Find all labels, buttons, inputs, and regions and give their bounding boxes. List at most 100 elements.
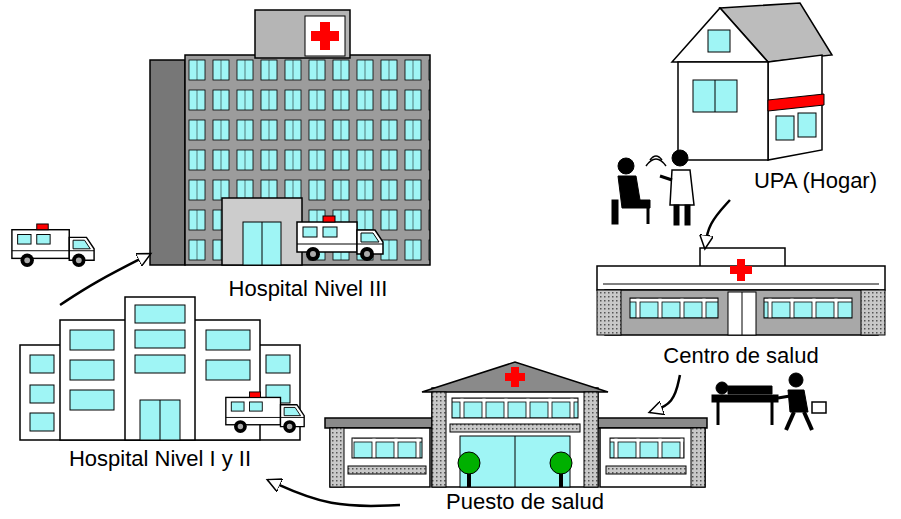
facility-node: Hospital Nivel III — [150, 10, 430, 304]
centro-de-salud-building-part — [605, 290, 878, 335]
consultation-figures — [612, 150, 694, 225]
ambulance-left — [12, 224, 94, 267]
stretcher-figures-part — [789, 373, 803, 387]
centro-de-salud-building-part — [764, 298, 852, 318]
facility-label-box: Hospital Nivel III — [188, 276, 428, 302]
puesto-de-salud-building-part — [330, 428, 430, 487]
hospital-nivel-i-ii-building-part — [70, 390, 114, 410]
puesto-de-salud-building-part — [550, 452, 572, 474]
puesto-de-salud-building-part — [610, 438, 684, 458]
facility-node: Hospital Nivel I y II — [20, 305, 300, 480]
consultation-figures-part — [647, 208, 650, 224]
consultation-figures-part — [612, 200, 618, 224]
hospital-nivel-i-ii-building-part — [30, 385, 54, 403]
referral-arrow — [650, 375, 680, 412]
facility-label-box: Hospital Nivel I y II — [20, 446, 300, 472]
hospital-nivel-i-ii-building-part — [135, 355, 185, 373]
upa-house-part — [678, 62, 768, 160]
puesto-de-salud-building — [325, 362, 707, 487]
hospital-nivel-iii-building-part — [222, 198, 302, 265]
upa-house-part — [798, 113, 816, 137]
consultation-figures-part — [672, 150, 688, 166]
hospital-nivel-iii-building-part — [243, 222, 281, 265]
stretcher-figures-part — [728, 386, 772, 394]
puesto-de-salud-building-part — [348, 466, 426, 474]
hospital-nivel-i-ii-building-part — [30, 355, 54, 373]
facility-label-box: UPA (Hogar) — [738, 168, 893, 194]
upa-house-part — [693, 80, 737, 112]
upa-house-part — [708, 30, 730, 52]
hospital-nivel-i-ii-building-part — [135, 305, 185, 323]
hospital-nivel-i-ii-building-part — [160, 400, 161, 440]
centro-de-salud-building — [597, 248, 885, 335]
facility-node: Puesto de salud — [400, 378, 650, 517]
facility-label: Puesto de salud — [443, 489, 607, 515]
consultation-figures-part — [660, 176, 672, 180]
hospital-nivel-iii-building-part — [255, 10, 350, 58]
upa-house — [672, 3, 832, 160]
referral-arrow — [705, 200, 730, 248]
hospital-nivel-i-ii-building-part — [135, 330, 185, 348]
puesto-de-salud-building-part — [432, 388, 598, 487]
upa-house-part — [715, 80, 716, 112]
puesto-de-salud-building-part — [505, 373, 525, 381]
upa-house-part — [672, 8, 768, 62]
hospital-nivel-iii-building-part — [150, 60, 185, 265]
hospital-nivel-i-ii-building-part — [140, 400, 180, 440]
puesto-de-salud-building-part — [330, 428, 344, 487]
facility-node: UPA (Hogar) — [665, 5, 897, 200]
stretcher-figures-part — [812, 402, 826, 413]
hospital-nivel-i-ii-building-part — [226, 392, 304, 433]
consultation-figures-part — [670, 170, 694, 205]
consultation-figures-part — [674, 205, 679, 225]
facility-label-box: Centro de salud — [615, 343, 867, 369]
hospital-nivel-i-ii-building-part — [125, 297, 195, 440]
facility-node: Centro de salud — [597, 248, 885, 375]
hospital-nivel-iii-building-part — [262, 222, 263, 265]
referral-arrow — [268, 480, 400, 506]
hospital-nivel-iii-building-part — [297, 216, 383, 261]
centro-de-salud-building-part — [742, 292, 743, 335]
puesto-de-salud-building-part — [691, 428, 705, 487]
consultation-figures-part — [646, 156, 666, 166]
referral-arrow — [60, 254, 150, 305]
stretcher-figures-part — [771, 402, 774, 425]
hospital-nivel-i-ii-building-part — [206, 360, 250, 380]
ambulance-left-part — [12, 224, 94, 267]
hospital-nivel-i-ii-building-part — [266, 355, 290, 373]
puesto-de-salud-building-part — [458, 452, 480, 474]
hospital-nivel-i-ii-building-part — [30, 413, 54, 431]
facility-label: Hospital Nivel I y II — [66, 446, 254, 472]
centro-de-salud-building-part — [730, 266, 752, 274]
consultation-figures-part — [618, 176, 650, 208]
centro-de-salud-building-part — [603, 284, 879, 285]
facility-label-box: Puesto de salud — [400, 489, 650, 515]
puesto-de-salud-building-part — [422, 362, 608, 392]
puesto-de-salud-building-part — [515, 436, 516, 487]
hospital-nivel-iii-building-part — [311, 31, 339, 41]
stretcher-figures — [712, 373, 826, 430]
stretcher-figures-part — [717, 402, 720, 425]
hospital-nivel-i-ii-building-part — [70, 330, 114, 350]
stretcher-figures-part — [788, 390, 808, 412]
hospital-nivel-iii-building-part — [305, 16, 345, 56]
stretcher-figures-part — [712, 395, 778, 402]
puesto-de-salud-building-part — [450, 424, 580, 432]
centro-de-salud-building-part — [597, 290, 621, 335]
stretcher-figures-part — [716, 382, 728, 394]
consultation-figures-part — [685, 205, 690, 225]
puesto-de-salud-building-part — [606, 466, 686, 474]
upa-house-part — [776, 116, 794, 140]
stretcher-figures-part — [786, 412, 794, 430]
consultation-figures-part — [618, 158, 634, 174]
hospital-nivel-iii-building — [150, 10, 430, 265]
hospital-nivel-iii-building-part — [185, 55, 430, 265]
puesto-de-salud-building-part — [352, 438, 422, 458]
hospital-nivel-i-ii-building-part — [70, 360, 114, 380]
centro-de-salud-building-part — [861, 290, 885, 335]
facility-label: Centro de salud — [660, 343, 821, 369]
